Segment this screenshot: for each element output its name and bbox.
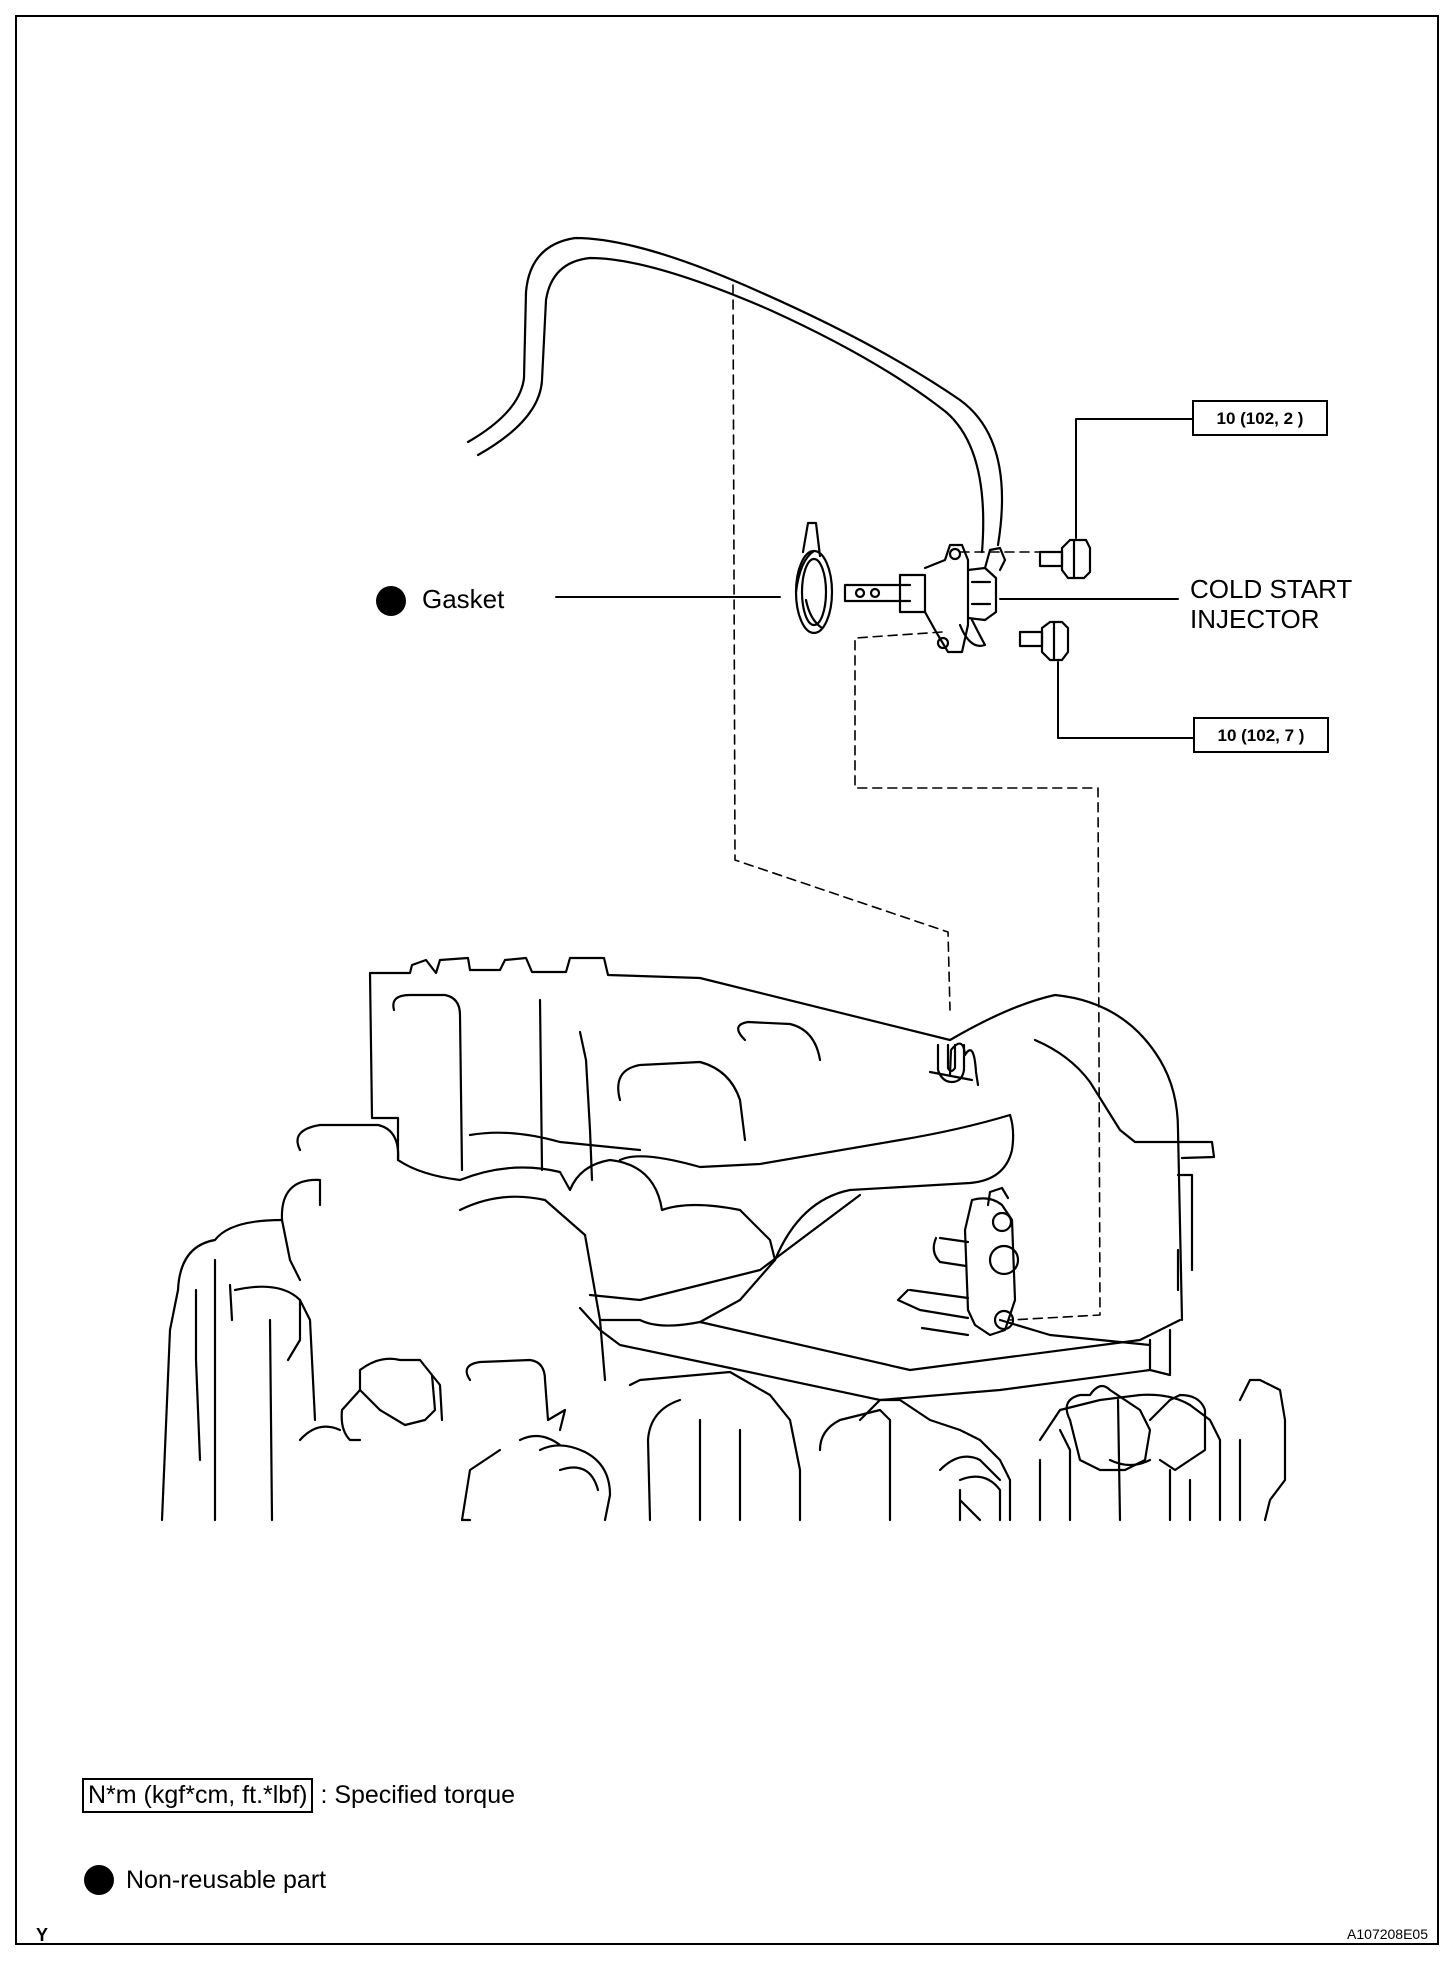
hose-clamp-bracket: [928, 1043, 974, 1084]
lower-bolt: [1018, 620, 1070, 662]
corner-code-left: Y: [36, 1925, 49, 1945]
diagram-frame: [15, 15, 1439, 1945]
legend-torque: N*m (kgf*cm, ft.*lbf) : Specified torque: [82, 1778, 515, 1813]
engine-intake-manifold: [160, 956, 1287, 1522]
legend-non-reusable: Non-reusable part: [126, 1866, 327, 1894]
leader-lines: [555, 418, 1194, 739]
gasket-part: [794, 521, 834, 635]
figure-id: A107208E05: [1347, 1926, 1428, 1942]
legend-torque-desc: : Specified torque: [320, 1781, 516, 1809]
injector-label-line1: COLD START: [1190, 574, 1353, 604]
non-reusable-dot-icon: [376, 586, 406, 616]
upper-bolt: [1038, 538, 1092, 580]
legend-non-reusable-dot-icon: [84, 1865, 114, 1895]
legend-torque-units: N*m (kgf*cm, ft.*lbf): [82, 1778, 314, 1813]
injector-label-line2: INJECTOR: [1190, 603, 1320, 634]
cold-start-injector-label: COLD START INJECTOR: [1190, 574, 1353, 635]
gasket-label: Gasket: [422, 584, 505, 614]
upper-bolt-torque-spec: 10 (102, 2 ): [1192, 400, 1328, 436]
injector-part: [843, 543, 1007, 654]
dashed-alignment-lines: [732, 284, 1101, 1321]
fuel-hose: [466, 236, 1004, 554]
injector-mounting-boss: [896, 1186, 1020, 1337]
lower-bolt-torque-spec: 10 (102, 7 ): [1193, 717, 1329, 753]
